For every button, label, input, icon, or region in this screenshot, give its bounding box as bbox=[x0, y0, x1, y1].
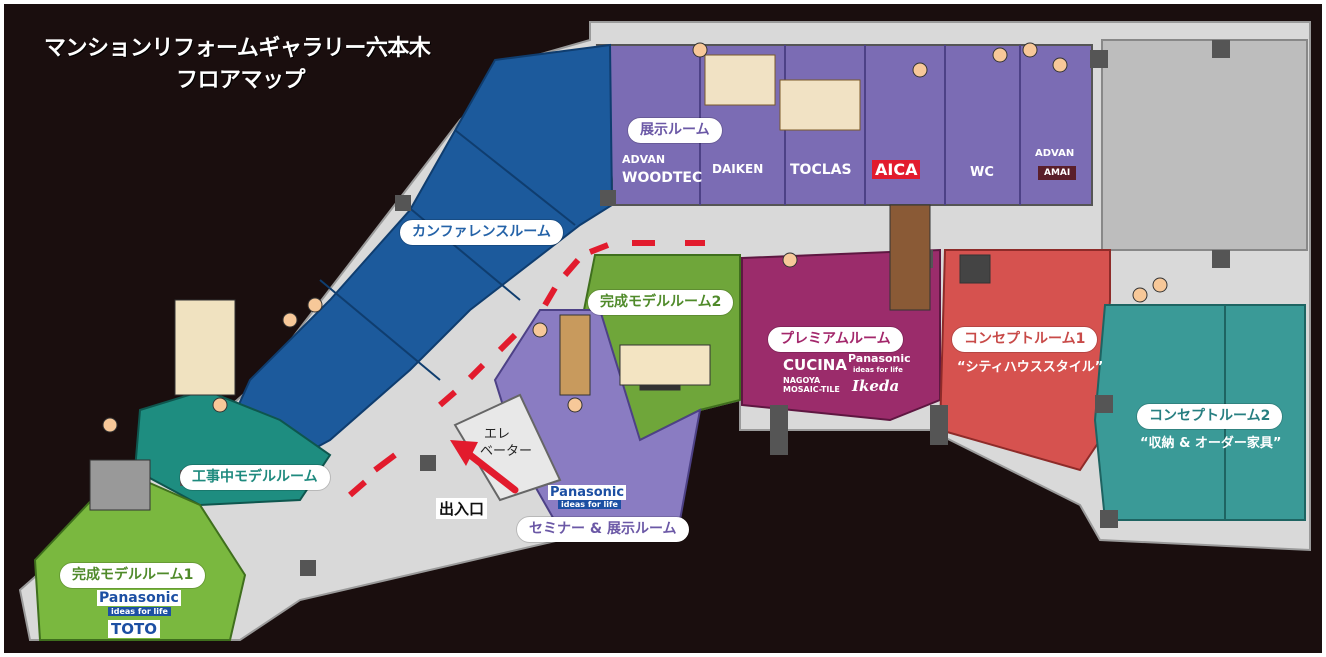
brand-woodtec: WOODTEC bbox=[622, 170, 703, 186]
entrance-label: 出入口 bbox=[436, 498, 488, 519]
concept-2-subtitle: “収納 & オーダー家具” bbox=[1140, 436, 1282, 451]
map-title: マンションリフォームギャラリー六本木 bbox=[44, 36, 431, 61]
exhibition-dividers bbox=[699, 45, 1021, 205]
brand-amai: AMAI bbox=[1038, 166, 1077, 180]
exit-route-dashes bbox=[348, 240, 705, 498]
room-label-model-room-2[interactable]: 完成モデルルーム2 bbox=[588, 290, 734, 315]
room-label-concept-1[interactable]: コンセプトルーム1 bbox=[952, 327, 1098, 352]
room-label-premium[interactable]: プレミアムルーム bbox=[768, 327, 903, 352]
right-gray-block bbox=[1101, 39, 1308, 251]
brand-advan-2: ADVAN bbox=[1035, 148, 1075, 159]
brand-toto: TOTO bbox=[108, 620, 160, 638]
decor bbox=[704, 54, 861, 131]
entrance-arrowhead bbox=[450, 440, 478, 466]
brand-cucina: CUCINA bbox=[783, 356, 847, 374]
brand-aica: AICA bbox=[872, 160, 921, 179]
room-label-exhibition[interactable]: 展示ルーム bbox=[628, 118, 722, 143]
brand-panasonic-seminar: Panasonic bbox=[548, 485, 627, 500]
brand-ideas-model1: ideas for life bbox=[108, 607, 171, 616]
elevator-label-line2: ベーター bbox=[480, 444, 533, 459]
room-label-seminar[interactable]: セミナー & 展示ルーム bbox=[517, 517, 689, 542]
elevator-label-line1: エレ bbox=[484, 427, 511, 442]
concept-1-subtitle: “シティハウススタイル” bbox=[957, 360, 1104, 375]
brand-ikeda: Ikeda bbox=[852, 377, 900, 395]
brand-panasonic-model1: Panasonic bbox=[97, 590, 181, 606]
brand-ideas-seminar: ideas for life bbox=[558, 500, 621, 509]
room-label-conference[interactable]: カンファレンスルーム bbox=[400, 220, 563, 245]
conference-dividers bbox=[319, 129, 576, 381]
map-subtitle: フロアマップ bbox=[176, 68, 306, 93]
brand-advan: ADVAN bbox=[622, 153, 666, 166]
wc-label: WC bbox=[970, 165, 994, 180]
entrance-arrow bbox=[466, 451, 519, 494]
room-label-construction[interactable]: 工事中モデルルーム bbox=[180, 465, 330, 490]
brand-daiken: DAIKEN bbox=[712, 162, 764, 176]
decor-figures bbox=[102, 42, 1168, 433]
room-label-model-room-1[interactable]: 完成モデルルーム1 bbox=[60, 563, 206, 588]
brand-ideas-premium: ideas for life bbox=[853, 366, 903, 374]
elevator-area bbox=[453, 393, 562, 502]
room-label-concept-2[interactable]: コンセプトルーム2 bbox=[1137, 404, 1283, 429]
brand-panasonic-premium: Panasonic bbox=[848, 352, 911, 365]
brand-toclas: TOCLAS bbox=[790, 162, 852, 178]
furniture bbox=[89, 204, 991, 511]
brand-nagoya-mosaic: NAGOYA MOSAIC-TILE bbox=[783, 376, 840, 394]
